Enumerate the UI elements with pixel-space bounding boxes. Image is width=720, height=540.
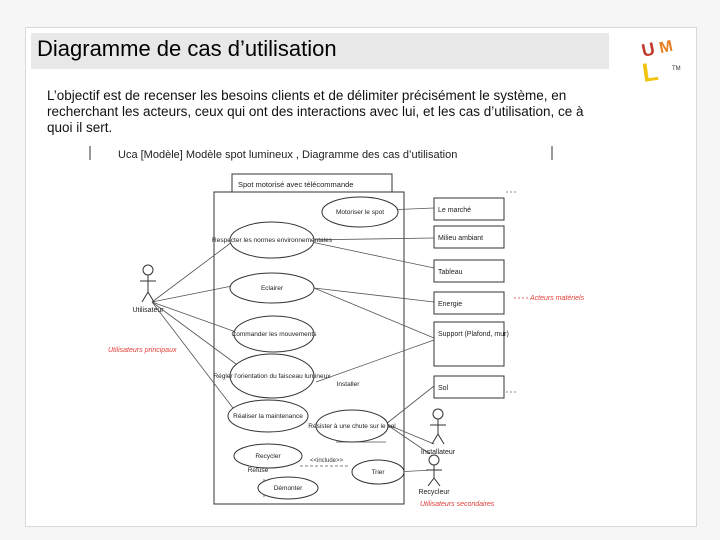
label-secondary-users: Utilisateurs secondaires bbox=[420, 501, 495, 508]
usecase-respecter bbox=[229, 221, 315, 259]
usecase-installer-label: Installer bbox=[337, 381, 361, 388]
actor-box-milieu bbox=[433, 225, 505, 249]
actor-utilisateur-label: Utilisateur bbox=[132, 307, 164, 314]
actor-recycleur-label: Recycleur bbox=[418, 489, 450, 496]
usecase-eclairer-label: Eclairer bbox=[261, 285, 284, 292]
include-label: <<include>> bbox=[310, 458, 344, 464]
system-name-box bbox=[231, 173, 393, 193]
actor-installateur-icon bbox=[430, 408, 446, 445]
uml-logo-icon: U M L TM bbox=[638, 32, 690, 86]
usecase-regler bbox=[229, 353, 315, 399]
usecase-realiser bbox=[227, 399, 309, 433]
usecase-refuser bbox=[315, 409, 389, 443]
system-name: Spot motorisé avec télécommande bbox=[238, 180, 353, 189]
actor-marche-label: Le marché bbox=[438, 207, 471, 214]
usecase-commander-label: Commander les mouvements bbox=[232, 331, 318, 338]
usecase-trier-label: Trier bbox=[371, 469, 385, 476]
usecase-motoriser-label: Motoriser le spot bbox=[336, 209, 384, 216]
usecase-demonter bbox=[257, 476, 319, 500]
svg-text:U: U bbox=[640, 38, 657, 60]
usecase-trier bbox=[351, 459, 405, 485]
title-bar bbox=[31, 33, 609, 69]
usecase-regler-label: Régler l’orientation du faisceau lumineu… bbox=[213, 373, 331, 380]
usecase-commander bbox=[233, 315, 315, 353]
intro-paragraph: L’objectif est de recenser les besoins c… bbox=[47, 88, 584, 135]
svg-text:TM: TM bbox=[672, 66, 681, 72]
actor-energie-label: Energie bbox=[438, 301, 462, 308]
usecase-refuser-label: Résister à une chute sur le sol bbox=[308, 423, 396, 430]
actor-support-label: Support (Plafond, mur) bbox=[438, 331, 509, 338]
actor-sol-label: Sol bbox=[438, 385, 449, 392]
svg-text:M: M bbox=[658, 38, 675, 57]
actor-recycleur-icon bbox=[426, 454, 442, 487]
actor-milieu-label: Milieu ambiant bbox=[438, 235, 483, 242]
usecase-demonter-label: Démonter bbox=[274, 485, 303, 492]
label-primary-users: Utilisateurs principaux bbox=[108, 347, 177, 354]
actor-box-support bbox=[433, 321, 505, 367]
svg-text:L: L bbox=[640, 56, 660, 86]
slide-title: Diagramme de cas d’utilisation bbox=[37, 36, 337, 61]
usecase-refuse-label: Refuse bbox=[248, 467, 269, 474]
actor-box-tableau bbox=[433, 259, 505, 283]
actor-installateur-label: Installateur bbox=[421, 449, 456, 456]
use-case-diagram: Uca [Modèle] Modèle spot lumineux , Diag… bbox=[86, 142, 606, 514]
usecase-recycler bbox=[233, 443, 303, 469]
usecase-respecter-label: Respecter les normes environnementales bbox=[212, 237, 333, 244]
label-material-actors: Acteurs matériels bbox=[529, 295, 585, 302]
actor-box-energie bbox=[433, 291, 505, 315]
usecase-motoriser bbox=[321, 196, 399, 228]
actor-tableau-label: Tableau bbox=[438, 269, 463, 276]
actor-box-sol bbox=[433, 375, 505, 399]
actor-box-marche bbox=[433, 197, 505, 221]
actor-utilisateur-icon bbox=[140, 264, 156, 303]
diagram-header: Uca [Modèle] Modèle spot lumineux , Diag… bbox=[118, 149, 457, 161]
usecase-eclairer bbox=[229, 272, 315, 304]
usecase-realiser-label: Réaliser la maintenance bbox=[233, 413, 303, 420]
usecase-recycler-label: Recycler bbox=[255, 453, 281, 460]
